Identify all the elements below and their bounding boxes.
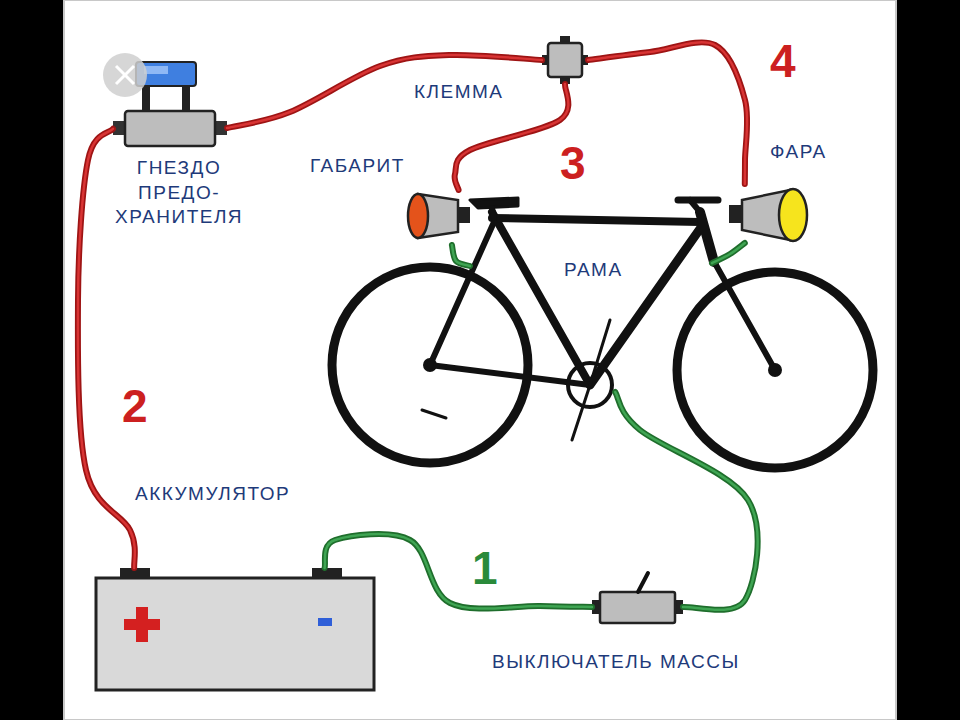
ground-wire — [452, 245, 470, 266]
positive-wire — [227, 55, 542, 128]
ground-switch: ВЫКЛЮЧАТЕЛЬ МАССЫ — [592, 590, 683, 624]
switch-symbol — [592, 573, 683, 623]
callout-number: 2 — [122, 383, 148, 429]
node-label: АККУМУЛЯТОР — [135, 482, 290, 507]
ground-wire — [615, 392, 757, 610]
positive-wire — [588, 42, 747, 184]
node-label: КЛЕММА — [414, 80, 504, 105]
marker-lamp: ГАБАРИТ — [405, 190, 472, 245]
callout-number: 1 — [472, 545, 498, 591]
node-label: ГАБАРИТ — [310, 154, 405, 179]
fuse-socket: ГНЕЗДО ПРЕДО- ХРАНИТЕЛЯ — [113, 108, 227, 148]
node-label: ФАРА — [770, 140, 827, 165]
node-label: ГНЕЗДО ПРЕДО- ХРАНИТЕЛЯ — [115, 156, 243, 230]
battery: АККУМУЛЯТОР — [95, 568, 375, 690]
callout-number: 4 — [770, 38, 796, 84]
close-icon — [103, 53, 147, 97]
terminal-symbol — [542, 36, 588, 84]
headlight-symbol — [729, 189, 807, 241]
ground-wire — [712, 243, 745, 263]
callout-number: 3 — [560, 140, 586, 186]
node-label: РАМА — [564, 258, 623, 283]
terminal-block: КЛЕММА — [542, 36, 588, 84]
headlight: ФАРА — [728, 184, 812, 243]
panel — [64, 0, 896, 720]
positive-wire — [78, 129, 135, 568]
marker-lamp-symbol — [408, 194, 470, 238]
battery-symbol — [96, 568, 374, 690]
ground-wire — [325, 534, 592, 609]
bike-frame: РАМА — [470, 252, 712, 392]
node-label: ВЫКЛЮЧАТЕЛЬ МАССЫ — [492, 650, 740, 675]
